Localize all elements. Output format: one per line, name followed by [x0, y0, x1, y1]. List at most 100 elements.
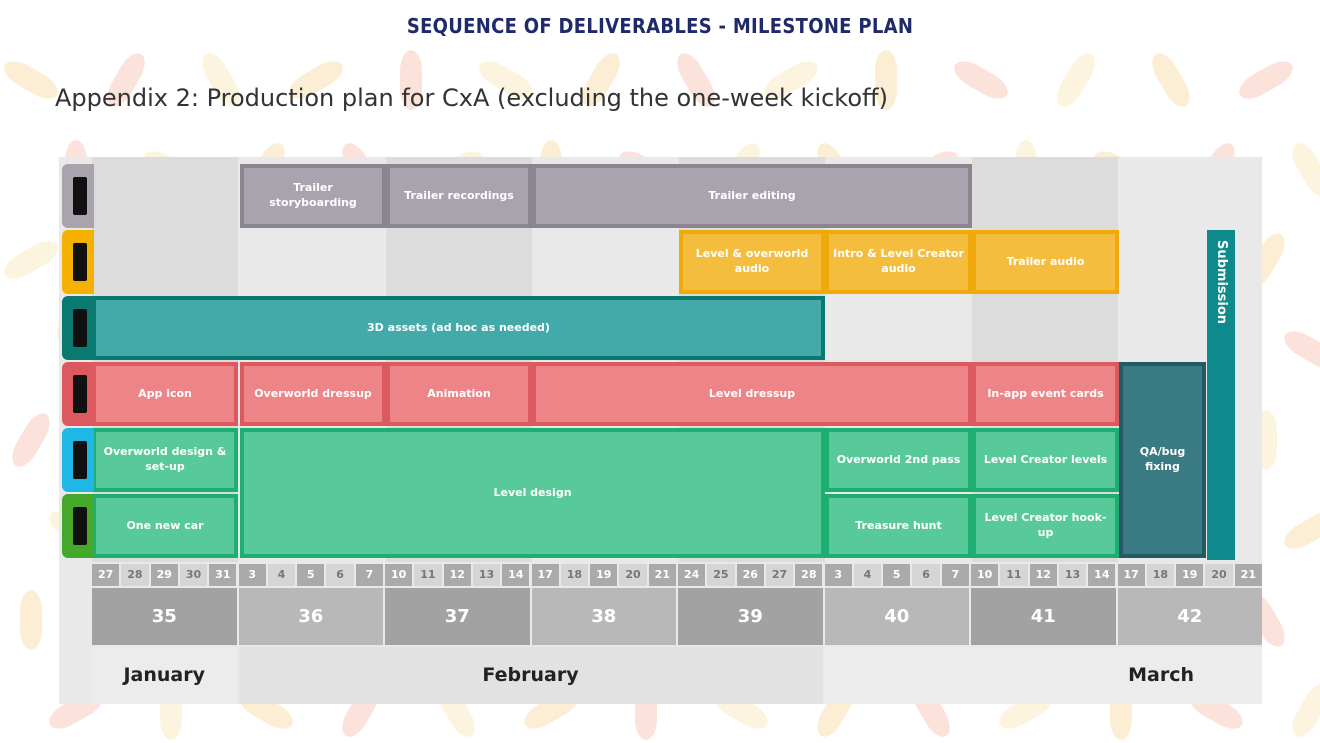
day-label: 17: [1117, 564, 1145, 586]
day-label: 5: [297, 564, 325, 586]
task-trailer-editing: Trailer editing: [532, 164, 972, 228]
day-label: 6: [912, 564, 940, 586]
day-label: 17: [531, 564, 559, 586]
row-tab-marker: [73, 309, 87, 347]
background-blob: [0, 55, 63, 105]
row-tab-marker: [73, 441, 87, 479]
task-submission: Submission: [1207, 230, 1235, 560]
background-blob: [20, 590, 42, 650]
task-intro-level-creator-audio: Intro & Level Creator audio: [825, 230, 972, 294]
row-tab-marker: [73, 243, 87, 281]
background-blob: [949, 55, 1013, 105]
day-label: 4: [853, 564, 882, 586]
day-label: 14: [1088, 564, 1116, 586]
background-blob: [1279, 325, 1320, 375]
row-tab-marker: [73, 177, 87, 215]
day-label: 12: [443, 564, 471, 586]
task-3d-assets: 3D assets (ad hoc as needed): [92, 296, 825, 360]
task-level-overworld-audio: Level & overworld audio: [679, 230, 825, 294]
month-label: March: [824, 647, 1262, 704]
day-label: 10: [971, 564, 999, 586]
day-label: 4: [267, 564, 296, 586]
day-label: 28: [121, 564, 149, 586]
week-label: 42: [1117, 588, 1262, 645]
task-overworld-dressup: Overworld dressup: [240, 362, 386, 426]
task-trailer-recordings: Trailer recordings: [386, 164, 532, 228]
background-blob: [1051, 48, 1101, 112]
task-in-app-event-cards: In-app event cards: [972, 362, 1119, 426]
background-blob: [1286, 678, 1320, 742]
background-blob: [0, 235, 63, 285]
day-label: 6: [326, 564, 354, 586]
row-tab: [62, 428, 94, 492]
month-label: February: [238, 647, 823, 704]
task-trailer-audio: Trailer audio: [972, 230, 1119, 294]
day-label: 20: [1205, 564, 1233, 586]
day-label: 7: [355, 564, 383, 586]
day-label: 18: [1146, 564, 1175, 586]
day-label: 10: [385, 564, 413, 586]
task-trailer-storyboarding: Trailer storyboarding: [240, 164, 386, 228]
day-label: 27: [92, 564, 120, 586]
week-label: 38: [531, 588, 676, 645]
background-blob: [1146, 48, 1196, 112]
week-label: 36: [238, 588, 383, 645]
task-overworld-2nd-pass: Overworld 2nd pass: [825, 428, 972, 492]
gantt-chart: Trailer storyboarding Trailer recordings…: [59, 157, 1262, 704]
task-qa-bug-fixing: QA/bug fixing: [1119, 362, 1206, 558]
day-label: 21: [1234, 564, 1262, 586]
task-one-new-car: One new car: [92, 494, 238, 558]
row-tab-marker: [73, 375, 87, 413]
day-label: 20: [619, 564, 647, 586]
day-label: 11: [1000, 564, 1028, 586]
row-tab: [62, 230, 94, 294]
appendix-title: Appendix 2: Production plan for CxA (exc…: [55, 84, 888, 112]
task-level-design: Level design: [240, 428, 825, 558]
day-label: 31: [209, 564, 237, 586]
task-level-creator-hookup: Level Creator hook-up: [972, 494, 1119, 558]
week-label: 41: [971, 588, 1116, 645]
day-label: 30: [179, 564, 208, 586]
day-label: 24: [678, 564, 706, 586]
week-label: 40: [824, 588, 969, 645]
day-label: 21: [648, 564, 676, 586]
background-blob: [875, 50, 897, 110]
background-blob: [400, 50, 422, 110]
day-label: 11: [414, 564, 442, 586]
row-tab: [62, 494, 94, 558]
week-label: 37: [385, 588, 530, 645]
row-tab: [62, 296, 94, 360]
task-level-dressup: Level dressup: [532, 362, 972, 426]
task-treasure-hunt: Treasure hunt: [825, 494, 972, 558]
background-blob: [1234, 55, 1298, 105]
row-tab-marker: [73, 507, 87, 545]
task-animation: Animation: [386, 362, 532, 426]
day-label: 5: [883, 564, 911, 586]
day-label: 19: [590, 564, 618, 586]
day-label: 27: [765, 564, 794, 586]
background-blob: [1286, 138, 1320, 202]
row-tab: [62, 362, 94, 426]
day-label: 12: [1029, 564, 1057, 586]
background-blob: [1279, 505, 1320, 555]
task-level-creator-levels: Level Creator levels: [972, 428, 1119, 492]
day-label: 3: [824, 564, 852, 586]
page-heading: SEQUENCE OF DELIVERABLES - MILESTONE PLA…: [406, 14, 914, 38]
background-blob: [6, 408, 56, 472]
day-label: 26: [736, 564, 764, 586]
day-label: 7: [941, 564, 969, 586]
day-label: 13: [472, 564, 501, 586]
day-label: 18: [560, 564, 589, 586]
week-label: 39: [678, 588, 823, 645]
week-label: 35: [92, 588, 237, 645]
day-label: 13: [1058, 564, 1087, 586]
task-app-icon: App icon: [92, 362, 238, 426]
task-overworld-design: Overworld design & set-up: [92, 428, 238, 492]
month-label: January: [92, 647, 237, 704]
day-label: 14: [502, 564, 530, 586]
day-label: 25: [707, 564, 735, 586]
day-label: 28: [795, 564, 823, 586]
day-label: 19: [1176, 564, 1204, 586]
day-label: 3: [238, 564, 266, 586]
row-tab: [62, 164, 94, 228]
